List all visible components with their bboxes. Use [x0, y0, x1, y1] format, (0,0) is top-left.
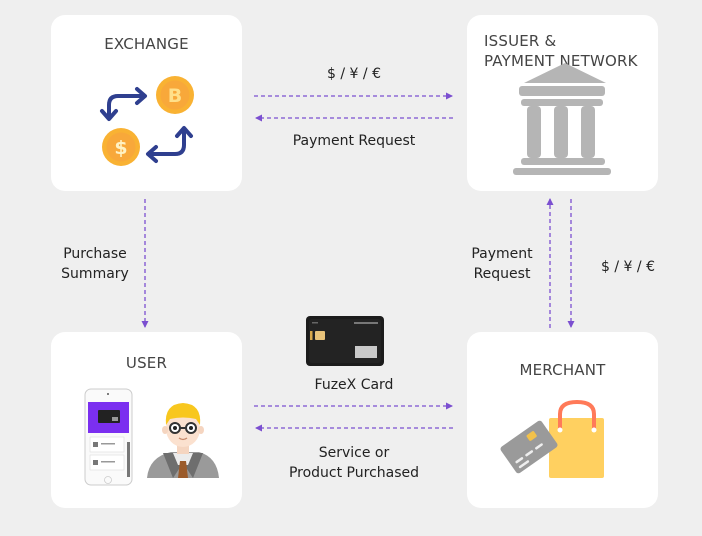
label-exchange-issuer-payment-request: Payment Request: [292, 133, 416, 149]
bank-icon: [513, 63, 611, 175]
label-purchase-summary-line2: Summary: [61, 266, 129, 282]
issuer-title-line1: ISSUER &: [484, 32, 557, 50]
svg-text:$: $: [114, 137, 127, 159]
svg-text:B: B: [168, 85, 182, 107]
merchant-title: MERCHANT: [519, 361, 606, 379]
fuzex-card-icon: [306, 316, 384, 366]
label-fuzex-card: FuzeX Card: [314, 377, 394, 393]
exchange-node: EXCHANGE B $: [51, 15, 242, 191]
label-purchase-summary-line1: Purchase: [63, 246, 127, 262]
label-service-purchased-line2: Product Purchased: [288, 465, 420, 481]
label-merchant-payment-request-line2: Request: [473, 266, 531, 282]
person-icon: [147, 403, 219, 478]
issuer-title-line2: PAYMENT NETWORK: [484, 52, 638, 70]
crypto-exchange-icon: B $: [100, 76, 194, 166]
user-with-phone-icon: [84, 388, 219, 486]
label-merchant-payment-request-line1: Payment: [471, 246, 533, 262]
label-service-purchased-line1: Service or: [318, 445, 390, 461]
shopping-bag-icon: [549, 399, 604, 478]
shopping-bag-card-icon: [500, 399, 604, 478]
label-exchange-issuer-currency: $ / ¥ / €: [327, 66, 381, 82]
merchant-node: MERCHANT: [467, 332, 658, 508]
label-issuer-merchant-currency: $ / ¥ / €: [601, 259, 655, 275]
exchange-title: EXCHANGE: [104, 35, 189, 53]
issuer-node: ISSUER & PAYMENT NETWORK: [467, 15, 658, 191]
user-node: USER: [51, 332, 242, 508]
credit-card-icon: [500, 420, 558, 474]
phone-icon: [84, 388, 133, 486]
user-title: USER: [125, 354, 168, 372]
